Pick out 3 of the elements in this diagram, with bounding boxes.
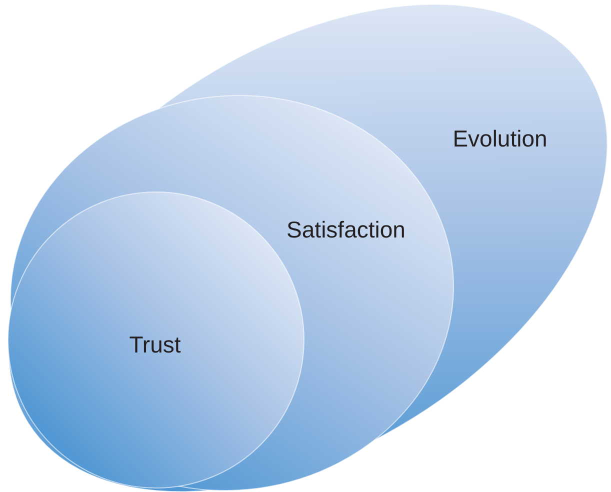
region-label: Trust (129, 332, 181, 358)
region-label: Satisfaction (286, 216, 406, 244)
region-label: Evolution (452, 126, 548, 152)
